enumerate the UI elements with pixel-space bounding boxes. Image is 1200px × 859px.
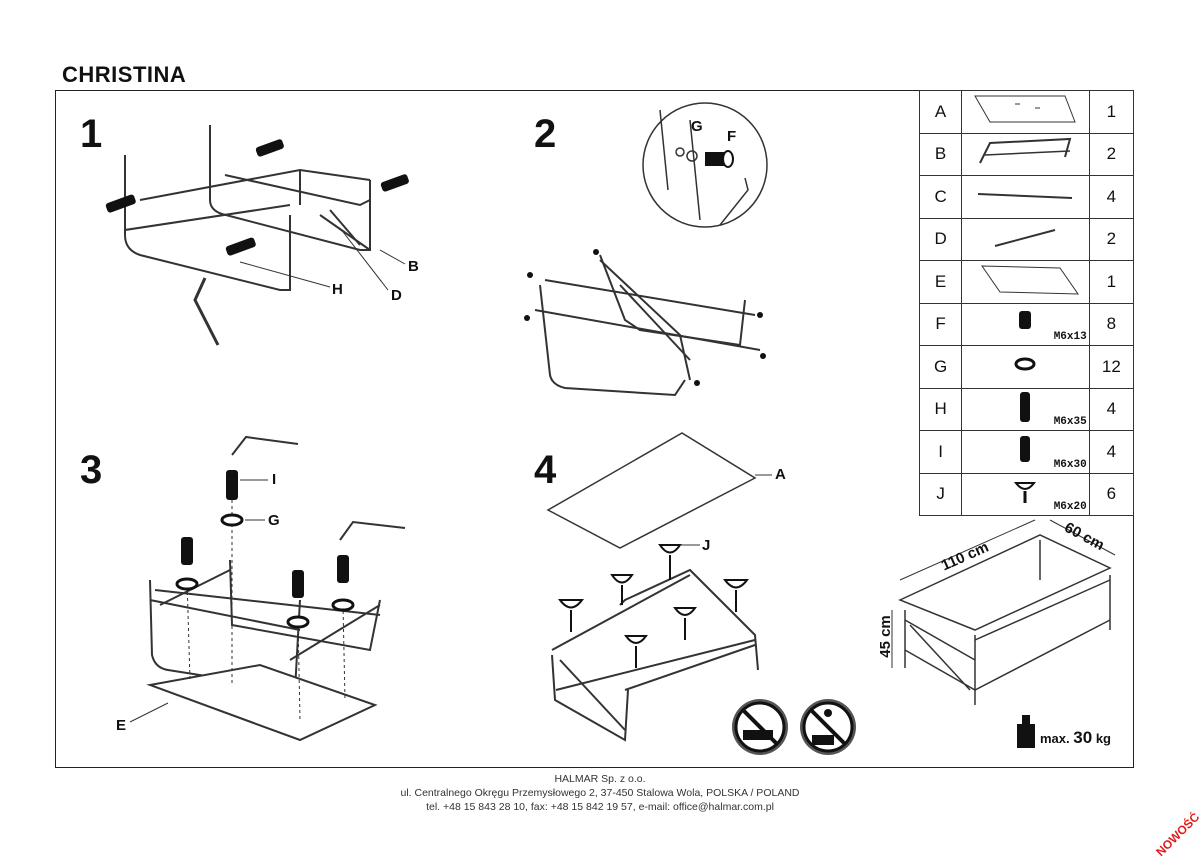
callout-i: I — [272, 471, 277, 488]
max-load-value: 30 — [1073, 728, 1093, 747]
part-letter: J — [918, 472, 963, 516]
part-letter: I — [918, 430, 963, 474]
max-load: max. 30 kg — [1040, 728, 1111, 748]
footer-contact: tel. +48 15 843 28 10, fax: +48 15 842 1… — [426, 801, 774, 813]
part-letter: C — [918, 175, 963, 219]
part-quantity: 2 — [1088, 132, 1135, 176]
part-size: M6x20 — [1053, 501, 1087, 513]
part-quantity: 6 — [1088, 472, 1135, 516]
document-title: CHRISTINA — [62, 62, 187, 87]
callout-e: E — [116, 717, 127, 734]
instruction-frame — [55, 90, 1134, 768]
dimension-height: 45 cm — [876, 615, 894, 658]
step-1-number: 1 — [80, 112, 103, 156]
part-quantity: 2 — [1088, 217, 1135, 261]
part-letter: D — [918, 217, 963, 261]
part-letter: H — [918, 387, 963, 431]
callout-j: J — [702, 537, 711, 554]
bolt-medium-icon: M6x30 — [961, 430, 1090, 474]
part-size: M6x35 — [1053, 416, 1087, 428]
part-letter: F — [918, 302, 963, 346]
part-size: M6x13 — [1053, 331, 1087, 343]
callout-g-step2: G — [691, 118, 703, 135]
max-load-unit: kg — [1095, 731, 1111, 746]
max-load-prefix: max. — [1040, 731, 1070, 746]
rod-icon — [961, 175, 1090, 219]
part-letter: G — [918, 345, 963, 389]
part-size: M6x30 — [1053, 458, 1087, 471]
callout-d: D — [391, 287, 402, 304]
part-quantity: 1 — [1088, 260, 1135, 304]
step-4-number: 4 — [534, 448, 557, 492]
footer-address: ul. Centralnego Okręgu Przemysłowego 2, … — [400, 787, 800, 799]
part-quantity: 4 — [1088, 175, 1135, 219]
part-quantity: 12 — [1088, 345, 1135, 389]
footer-company: HALMAR Sp. z o.o. — [554, 773, 646, 785]
washer-icon — [961, 345, 1090, 389]
bolt-long-icon: M6x35 — [961, 387, 1090, 431]
part-letter: A — [918, 90, 963, 134]
part-letter: E — [918, 260, 963, 304]
callout-h: H — [332, 281, 343, 298]
bolt-icon: M6x13 — [961, 302, 1090, 346]
callout-a: A — [775, 466, 786, 483]
part-quantity: 4 — [1088, 387, 1135, 431]
part-row: G 12 — [918, 345, 1135, 389]
callout-b: B — [408, 258, 419, 275]
glass-top-icon — [961, 90, 1090, 134]
step-3-number: 3 — [80, 448, 103, 492]
callout-f: F — [727, 128, 737, 145]
glass-shelf-icon — [961, 260, 1090, 304]
part-letter: B — [918, 132, 963, 176]
step-2-number: 2 — [534, 112, 557, 156]
suction-pad-icon: M6x20 — [961, 472, 1090, 516]
callout-g-step3: G — [268, 512, 280, 529]
footer: HALMAR Sp. z o.o. ul. Centralnego Okręgu… — [0, 772, 1200, 814]
